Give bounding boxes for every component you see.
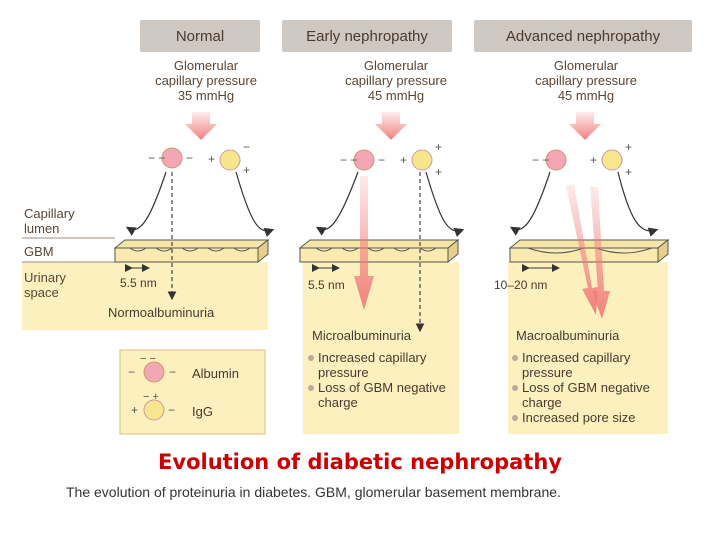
svg-text:+: + [625,140,632,154]
svg-text:+: + [435,140,442,154]
leak-arrow-advanced-igg [590,186,610,319]
pressure-line: capillary pressure [155,73,257,88]
svg-text:−: − [243,140,250,154]
igg-molecule-advanced: + + + [590,140,632,179]
list-item: Loss of GBM negative charge [512,380,668,410]
svg-text:+: + [400,153,407,167]
stage-2-panel [303,262,459,434]
flow-early-left [315,171,359,236]
pressure-line: 35 mmHg [177,88,235,103]
outcome-early: Microalbuminuria [312,328,411,343]
membrane-advanced [508,238,670,264]
urinary-space-band [22,262,268,330]
legend-igg-label: IgG [192,404,213,419]
outcome-advanced: Macroalbuminuria [516,328,620,343]
flow-advanced-right [617,171,659,237]
svg-text:−: − [186,151,193,165]
svg-text:− −: − − [532,153,549,167]
figure-caption: The evolution of proteinuria in diabetes… [66,484,561,500]
leak-arrow-advanced-albumin [566,184,598,315]
pressure-line: 45 mmHg [367,88,425,103]
pressure-arrow-early [375,112,407,140]
legend-box [119,349,266,435]
pressure-line: Glomerular [553,58,619,73]
pressure-arrow-normal [185,112,217,140]
zone-gbm: GBM [24,244,54,259]
svg-text:− −: − − [140,353,156,365]
flow-advanced-left [509,171,551,236]
pressure-line: Glomerular [363,58,429,73]
list-item: Increased capillary pressure [308,350,458,380]
flow-normal-right [235,171,275,237]
albumin-molecule-early: − − − [340,149,385,171]
stage-header-advanced: Advanced nephropathy [474,20,692,52]
svg-text:+: + [243,163,250,177]
albumin-molecule-advanced: − − [532,149,567,171]
albumin-molecule-normal: − − − [148,147,193,169]
zone-urinary-space: Urinary space [24,270,66,300]
legend-igg-icon: + − − + [131,391,175,421]
pressure-line: capillary pressure [345,73,447,88]
list-item: Increased pore size [512,410,668,425]
pressure-line: Glomerular [173,58,239,73]
stage-header-early: Early nephropathy [282,20,452,52]
svg-text:− −: − − [148,151,165,165]
bullets-advanced: Increased capillary pressure Loss of GBM… [512,350,668,425]
svg-text:− −: − − [340,153,357,167]
svg-text:+: + [435,165,442,179]
leak-arrow-early [354,176,374,310]
pressure-line: 45 mmHg [557,88,615,103]
flow-normal-left [125,171,167,236]
pressure-arrow-advanced [569,112,601,140]
legend-albumin-icon: − − − − [128,353,176,383]
page-title: Evolution of diabetic nephropathy [158,450,562,474]
zone-capillary-lumen: Capillary lumen [24,206,75,236]
igg-molecule-early: + + + [400,140,442,179]
igg-molecule-normal: + − + [208,140,250,177]
pore-size-advanced: 10–20 nm [494,278,548,292]
pressure-label-normal: Glomerular capillary pressure 35 mmHg [136,58,276,103]
svg-text:−: − [128,365,135,379]
svg-text:−: − [378,153,385,167]
legend-albumin-label: Albumin [192,366,239,381]
pressure-line: capillary pressure [535,73,637,88]
flow-early-right [425,171,465,237]
list-item: Increased capillary pressure [512,350,668,380]
stage-header-normal: Normal [140,20,260,52]
membrane-normal [113,238,270,264]
pore-size-normal: 5.5 nm [120,276,157,290]
membrane-early [298,238,460,264]
pore-size-early: 5.5 nm [308,278,345,292]
svg-text:− +: − + [143,391,159,403]
svg-text:−: − [168,403,175,417]
pressure-label-early: Glomerular capillary pressure 45 mmHg [326,58,466,103]
svg-text:+: + [208,152,215,166]
list-item: Loss of GBM negative charge [308,380,458,410]
svg-text:+: + [131,403,138,417]
svg-text:−: − [169,365,176,379]
bullets-early: Increased capillary pressure Loss of GBM… [308,350,458,410]
pressure-label-advanced: Glomerular capillary pressure 45 mmHg [516,58,656,103]
svg-text:+: + [590,153,597,167]
svg-text:+: + [625,165,632,179]
outcome-normal: Normoalbuminuria [108,305,215,320]
